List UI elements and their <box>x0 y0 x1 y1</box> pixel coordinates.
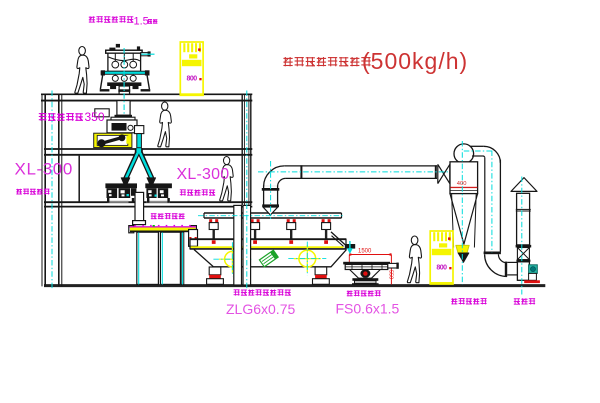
svg-text:(500kg/h): (500kg/h) <box>362 48 468 74</box>
svg-text:350: 350 <box>85 110 105 124</box>
svg-text:550: 550 <box>388 270 394 279</box>
svg-text:FS0.6x1.5: FS0.6x1.5 <box>336 300 400 316</box>
svg-text:ZLG6x0.75: ZLG6x0.75 <box>226 301 295 317</box>
svg-text:1500: 1500 <box>358 248 372 254</box>
svg-text:1.5: 1.5 <box>134 16 149 28</box>
svg-text:XL-300: XL-300 <box>177 166 230 183</box>
svg-text:800: 800 <box>436 265 447 272</box>
svg-text:400: 400 <box>457 181 467 187</box>
svg-text:XL-300: XL-300 <box>15 160 73 179</box>
svg-text:800: 800 <box>187 76 198 83</box>
